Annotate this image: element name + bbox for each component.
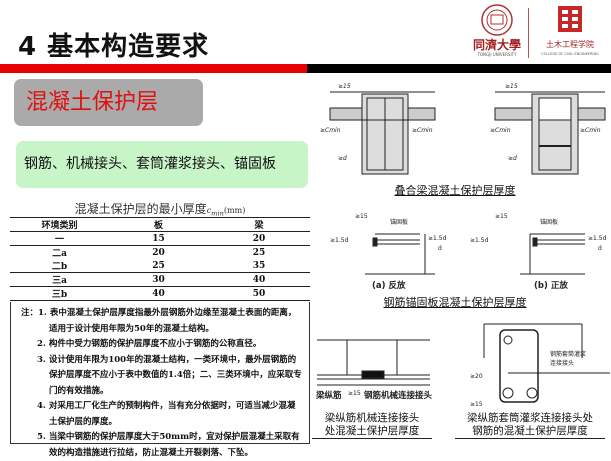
- tongji-name: 同濟大學: [472, 38, 521, 52]
- table-title-symbol: c: [206, 206, 212, 215]
- college-logo: 土木工程学院 COLLEGE OF CIVIL ENGINEERING: [534, 2, 606, 62]
- header-cell: 环境类别: [10, 217, 109, 232]
- table-cell: 25: [252, 247, 266, 258]
- composite-beam-diagram: ≥Cmin ≥Cmin ≥d ≥15 ≥Cmin ≥Cmin ≥d ≥15: [320, 83, 606, 175]
- table-cell: 二a: [52, 249, 67, 259]
- table-title-sub: min: [211, 209, 224, 218]
- plate-label: 锚固板: [390, 218, 408, 226]
- table-cell: 一: [10, 231, 109, 246]
- table-title: 混凝土保护层的最小厚度cmin(mm): [10, 200, 310, 218]
- table-cell: 三b: [10, 286, 109, 301]
- label-a: (a) 反放: [372, 280, 406, 291]
- label-ge15: ≥15: [470, 401, 483, 408]
- college-emblem-icon: [558, 6, 582, 32]
- label-cmin: ≥Cmin: [490, 127, 511, 134]
- caption-line: 钢筋的混凝土保护层厚度: [472, 425, 588, 437]
- note-3: 3. 设计使用年限为100年的混凝土结构，一类环境中，最外层钢筋的保护层厚度不应…: [37, 354, 302, 396]
- caption-line: 处混凝土保护层厚度: [324, 425, 420, 437]
- composite-beam-caption: 叠合梁混凝土保护层厚度: [394, 184, 516, 197]
- table-cell: 20: [208, 231, 310, 246]
- note-1: 注：1. 表中混凝土保护层厚度指最外层钢筋外边缘至混凝土表面的距离，适用于设计使…: [21, 306, 303, 337]
- label-ge15: ≥15: [355, 213, 368, 220]
- table-notes: 注：1. 表中混凝土保护层厚度指最外层钢筋外边缘至混凝土表面的距离，适用于设计使…: [10, 302, 310, 458]
- table-cell: 二b: [10, 259, 109, 273]
- caption-line: 梁纵筋套筒灌浆连接接头处: [467, 412, 593, 424]
- label-cmin: ≥Cmin: [412, 127, 433, 134]
- mechanical-splice-diagram: 梁纵筋 ≥15 钢筋机械连接接头: [315, 339, 433, 401]
- tongji-logo: 同濟大學 TONGJI UNIVERSITY: [462, 2, 532, 62]
- anchor-plate-diagram: ≥15 锚固板 ≥1.5d ≥1.5d d ≥15 锚固板 ≥1.5d ≥1.5…: [330, 213, 607, 291]
- label-15: ≥15: [505, 83, 518, 90]
- label-ge15d: ≥1.5d: [330, 237, 349, 244]
- section-heading: 混凝土保护层: [14, 79, 203, 126]
- label-cmin: ≥Cmin: [320, 127, 341, 134]
- anchor-plate-caption: 钢筋锚固板混凝土保护层厚度: [383, 296, 527, 309]
- logo-divider: [528, 8, 529, 58]
- label-d: d: [438, 245, 442, 252]
- tongji-name-en: TONGJI UNIVERSITY: [477, 52, 517, 57]
- college-name: 土木工程学院: [546, 40, 594, 49]
- tongji-seal-icon: [481, 4, 513, 36]
- label-ge15: ≥15: [348, 390, 361, 397]
- grout-sleeve-caption: 梁纵筋套筒灌浆连接接头处 钢筋的混凝土保护层厚度: [455, 412, 605, 439]
- table-title-text: 混凝土保护层的最小厚度: [74, 202, 207, 216]
- note-4: 4. 对采用工厂化生产的预制构件，当有充分依据时，可适当减少混凝土保护层的厚度。: [37, 401, 296, 427]
- table-cell: 40: [109, 286, 208, 301]
- sleeve-label: 钢筋套筒灌浆: [550, 350, 586, 358]
- label-d: d: [598, 245, 602, 252]
- college-name-en: COLLEGE OF CIVIL ENGINEERING: [541, 52, 599, 56]
- table-header-row: 环境类别 板 梁: [10, 217, 310, 232]
- title-underline-red: [0, 64, 307, 73]
- note-text: 1. 表中混凝土保护层厚度指最外层钢筋外边缘至混凝土表面的距离，适用于设计使用年…: [38, 308, 297, 334]
- label-ge15d: ≥1.5d: [470, 237, 489, 244]
- label-b: (b) 正放: [534, 280, 568, 291]
- header-cell: 板: [109, 217, 208, 232]
- grout-sleeve-diagram: 钢筋套筒灌浆 连接接头 ≥20 ≥15: [470, 323, 610, 408]
- notes-label: 注：: [21, 308, 39, 318]
- caption-line: 梁纵筋机械连接接头: [324, 412, 420, 424]
- sleeve-label: 连接接头: [550, 359, 574, 367]
- rebar-label: 梁纵筋: [315, 390, 342, 401]
- table-cell: 35: [208, 259, 310, 273]
- keywords-box: 钢筋、机械接头、套筒灌浆接头、锚固板: [16, 141, 308, 188]
- splice-label: 钢筋机械连接接头: [364, 390, 433, 401]
- table-cell: 20: [152, 247, 165, 258]
- table-cell: 30: [109, 272, 208, 287]
- table-cell: 三a: [10, 272, 109, 287]
- label-ge15d: ≥1.5d: [588, 235, 607, 242]
- table-row: 二a 20 25: [10, 246, 310, 260]
- table-cell: 50: [208, 286, 310, 301]
- table-cell: 25: [109, 259, 208, 273]
- table-cell: 40: [208, 272, 310, 287]
- label-ge15: ≥15: [495, 213, 508, 220]
- label-cmin: ≥Cmin: [580, 127, 601, 134]
- note-5: 5. 当梁中钢筋的保护层厚度大于50mm时，宜对保护层混凝土采取有效的构造措施进…: [37, 432, 300, 458]
- note-2: 2. 构件中受力钢筋的保护层厚度不应小于钢筋的公称直径。: [37, 339, 262, 349]
- label-15: ≥15: [338, 83, 351, 90]
- slide-title: 4 基本构造要求: [18, 32, 210, 62]
- table-title-unit: (mm): [223, 206, 246, 215]
- table-cell: 15: [109, 231, 208, 246]
- label-d: ≥d: [338, 155, 347, 162]
- label-ge20: ≥20: [470, 373, 483, 380]
- title-underline-black: [307, 64, 611, 73]
- header-cell: 梁: [208, 217, 310, 232]
- mechanical-splice-caption: 梁纵筋机械连接接头 处混凝土保护层厚度: [312, 412, 432, 439]
- label-ge15d: ≥1.5d: [428, 235, 447, 242]
- plate-label: 锚固板: [540, 218, 558, 226]
- label-d: ≥d: [508, 155, 517, 162]
